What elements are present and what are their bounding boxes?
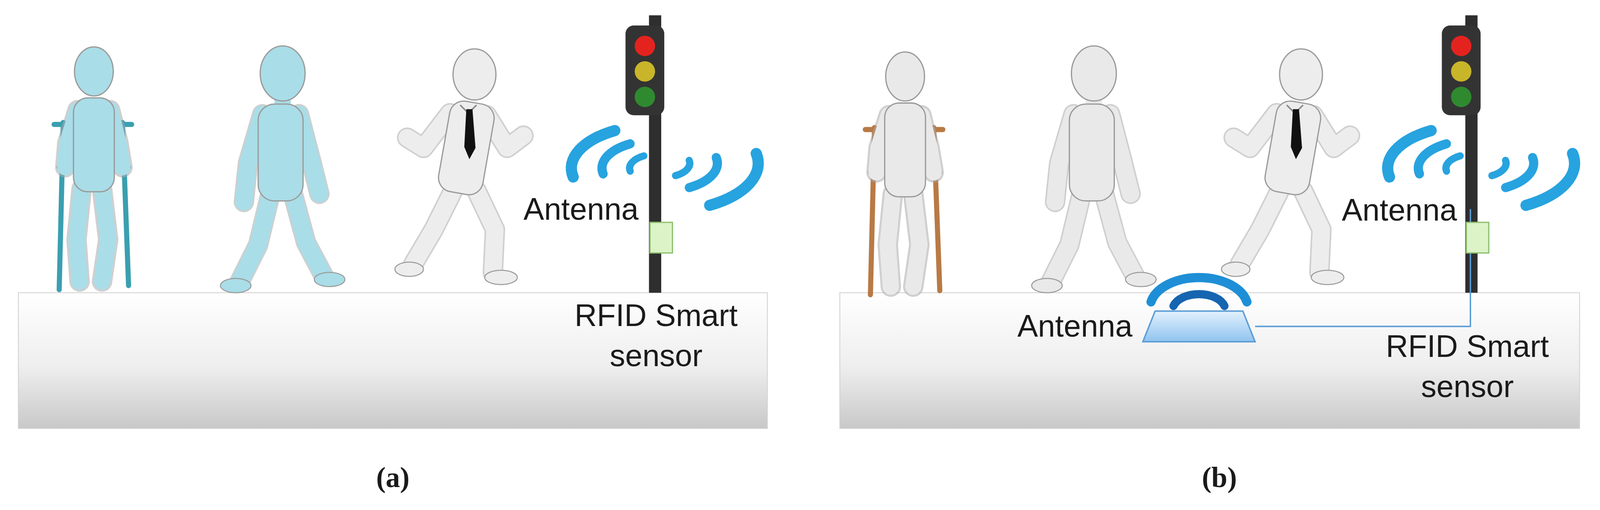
label-holder: Antenna — [523, 189, 639, 230]
panel-letter: (a) — [376, 459, 410, 497]
sensor-box — [650, 222, 673, 253]
person-crutches — [54, 46, 132, 290]
person-running — [395, 48, 524, 285]
label-holder: Antenna — [1017, 306, 1133, 347]
antenna-label: Antenna — [523, 189, 639, 230]
person-running — [1221, 48, 1350, 285]
ground-panel — [18, 293, 768, 429]
label-holder: (a) — [376, 459, 410, 497]
sensor-label: RFID Smart sensor — [552, 295, 760, 377]
person-walking — [1031, 45, 1156, 294]
label-holder: Antenna — [1341, 190, 1457, 231]
ground-panel — [839, 293, 1580, 429]
person-crutches — [865, 52, 943, 295]
label-holder: RFID Smart sensor — [552, 295, 760, 377]
antenna-label: Antenna — [1017, 306, 1133, 347]
person-walking — [220, 45, 345, 294]
floor-antenna — [1142, 311, 1255, 342]
sensor-box — [1466, 222, 1489, 253]
sensor-label: RFID Smart sensor — [1363, 326, 1571, 407]
label-holder: RFID Smart sensor — [1363, 326, 1571, 407]
floor-antenna-wave — [1151, 277, 1247, 302]
floor-antenna-wave — [1173, 294, 1225, 307]
antenna-label: Antenna — [1341, 190, 1457, 231]
panel-letter: (b) — [1201, 459, 1237, 497]
label-holder: (b) — [1201, 459, 1237, 497]
